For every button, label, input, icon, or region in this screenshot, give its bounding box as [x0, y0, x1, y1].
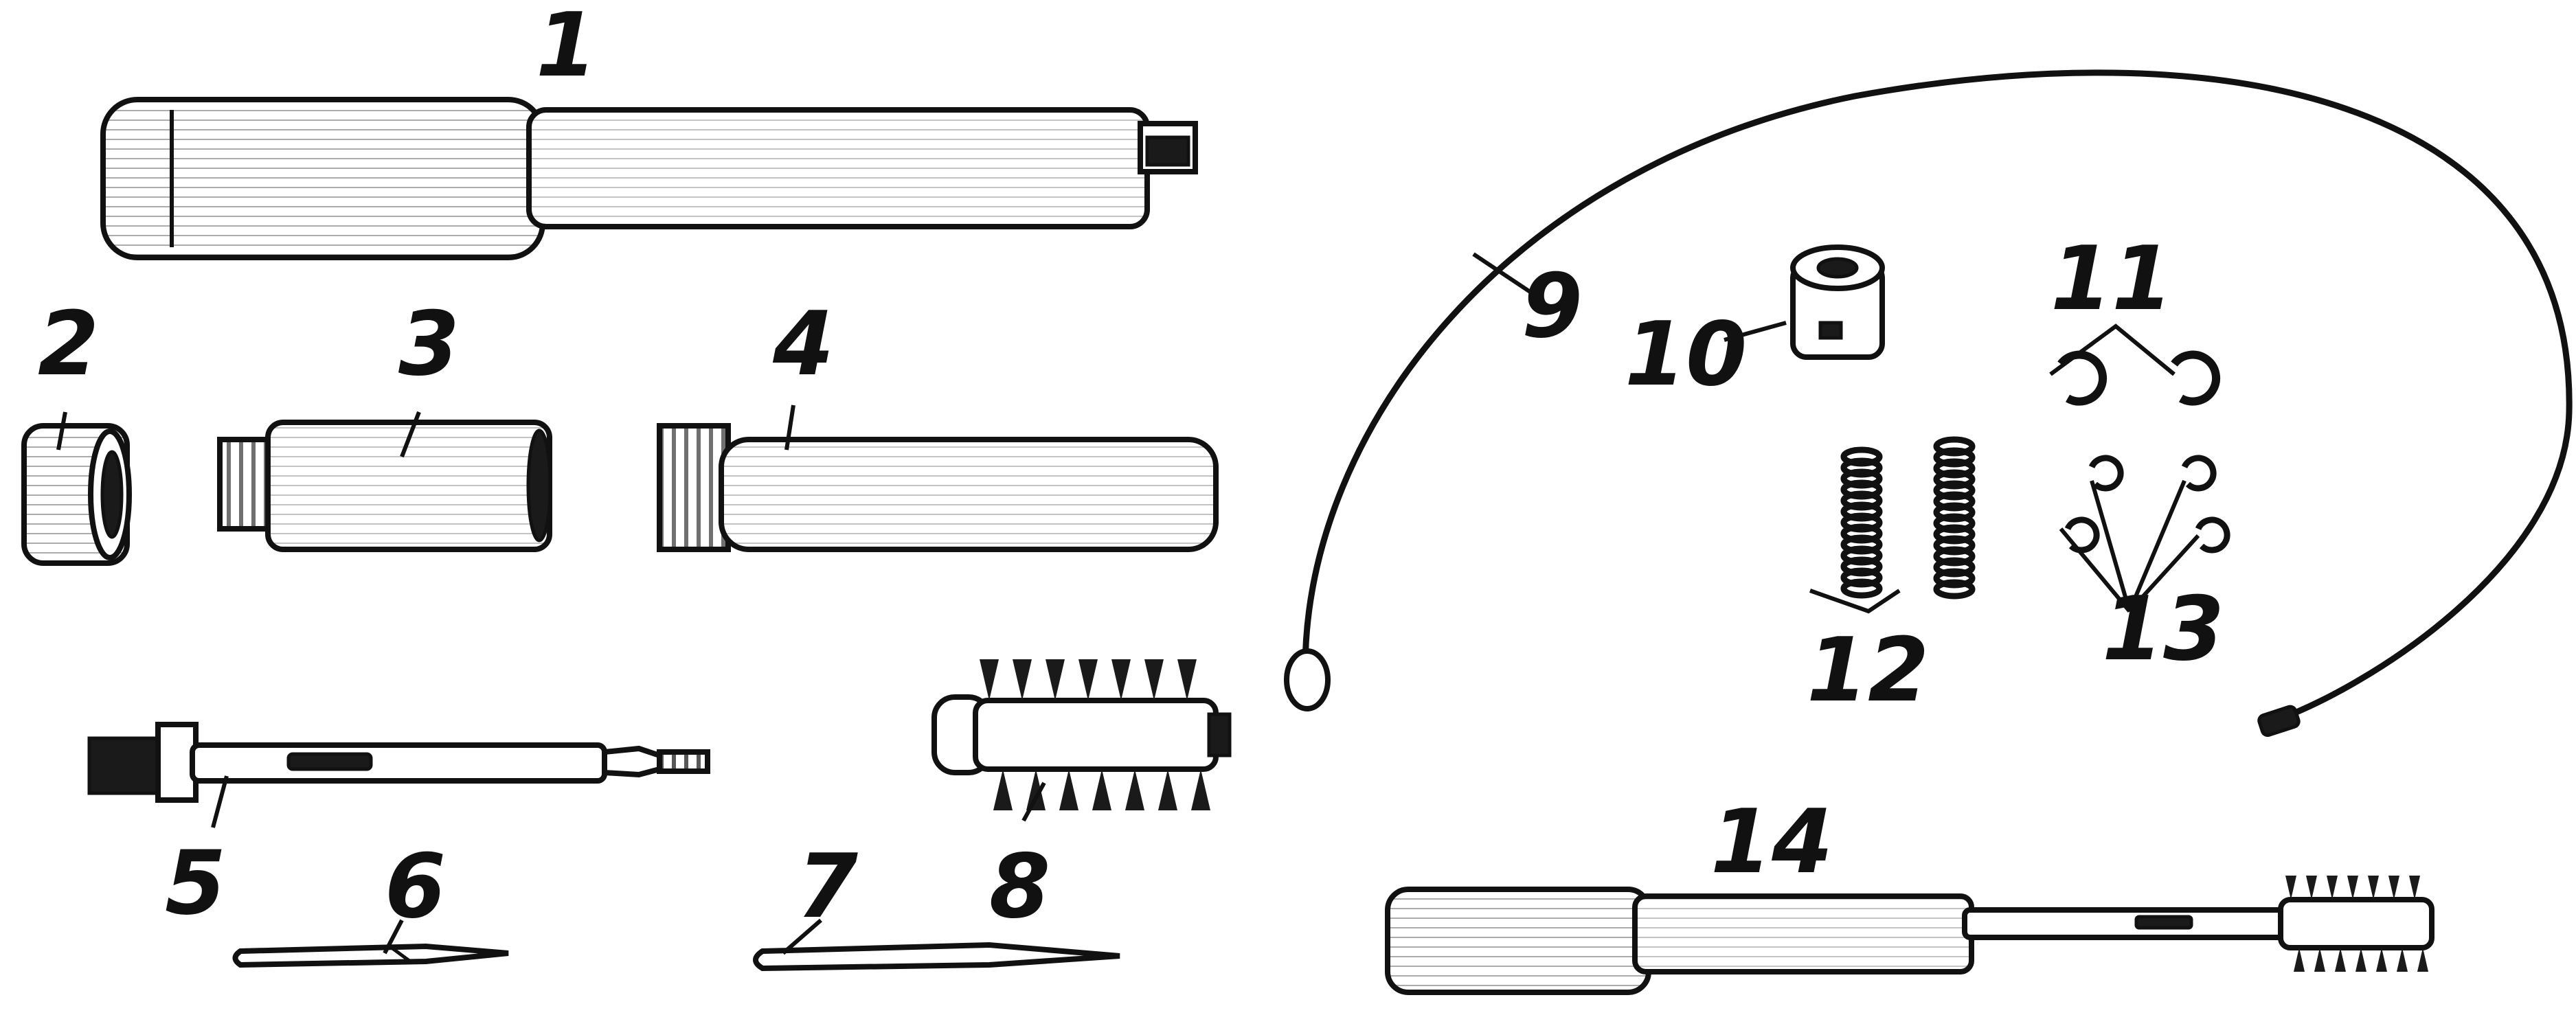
bristle-tuft: [2397, 948, 2408, 972]
bristle-tuft: [2285, 876, 2296, 900]
bristle-tuft: [2417, 948, 2428, 972]
label-part-9: 9: [1522, 255, 1583, 358]
bristle-tuft: [2355, 948, 2366, 972]
bristle-tuft: [2388, 876, 2399, 900]
label-part-12: 12: [1807, 619, 1929, 722]
bristle-tuft: [1191, 769, 1210, 810]
label-part-2: 2: [38, 293, 99, 396]
label-part-4: 4: [772, 293, 834, 396]
leader-lines: [56, 252, 2200, 955]
bristle-tuft: [1046, 659, 1065, 700]
part-10-nut: [1790, 244, 1885, 360]
part-8-bristle-brush: [931, 659, 1232, 810]
bristle-tuft: [1078, 659, 1098, 700]
part-11-circlips: [2057, 350, 2221, 406]
part-3-coupling-sleeve: [217, 420, 552, 552]
part-5-rod: [87, 722, 710, 803]
bristle-tuft: [1026, 769, 1046, 810]
bristle-tuft: [2347, 876, 2358, 900]
bristle-tuft: [2294, 948, 2305, 972]
label-part-1: 1: [536, 0, 597, 97]
bristle-tuft: [980, 659, 999, 700]
part-12-springs: [1840, 436, 1976, 600]
bristle-tuft: [2409, 876, 2420, 900]
label-part-7: 7: [797, 836, 858, 938]
label-part-13: 13: [2102, 578, 2224, 681]
label-part-10: 10: [1625, 304, 1747, 406]
part-13-retaining-rings: [2064, 455, 2230, 554]
part-2-nut: [21, 423, 132, 566]
bristle-tuft: [1125, 769, 1144, 810]
bristle-tuft: [1111, 659, 1131, 700]
bristle-tuft: [2335, 948, 2346, 972]
part-14-assembled-tool: [1385, 876, 2434, 995]
part-1-assembled-case: [100, 97, 1198, 260]
part-4-compartment-tube: [657, 423, 1219, 552]
bristle-tuft: [1013, 659, 1032, 700]
bristle-tuft: [2306, 876, 2317, 900]
label-part-3: 3: [398, 293, 460, 396]
bristle-tuft: [2376, 948, 2387, 972]
part-7-drift: [753, 942, 1120, 972]
label-part-14: 14: [1710, 791, 1833, 893]
label-part-11: 11: [2050, 228, 2173, 330]
bristle-tuft: [1144, 659, 1164, 700]
bristle-tuft: [2368, 876, 2379, 900]
label-part-6: 6: [385, 836, 446, 938]
label-part-5: 5: [165, 832, 226, 935]
bristle-tuft: [1177, 659, 1197, 700]
bristle-tuft: [1092, 769, 1111, 810]
spring-coil: [1840, 578, 1883, 599]
bristle-tuft: [2314, 948, 2325, 972]
spring-coil: [1933, 579, 1976, 600]
bristle-tuft: [1059, 769, 1078, 810]
label-part-8: 8: [989, 836, 1050, 938]
part-labels: 1 2 3 4 5 6 7 8 9 10 11 12 13 14: [38, 0, 2224, 938]
bristle-tuft: [2327, 876, 2338, 900]
part-9-cable: [1284, 69, 2573, 738]
part-6-drift: [232, 943, 509, 968]
bristle-tuft: [1158, 769, 1177, 810]
bristle-tuft: [993, 769, 1013, 810]
